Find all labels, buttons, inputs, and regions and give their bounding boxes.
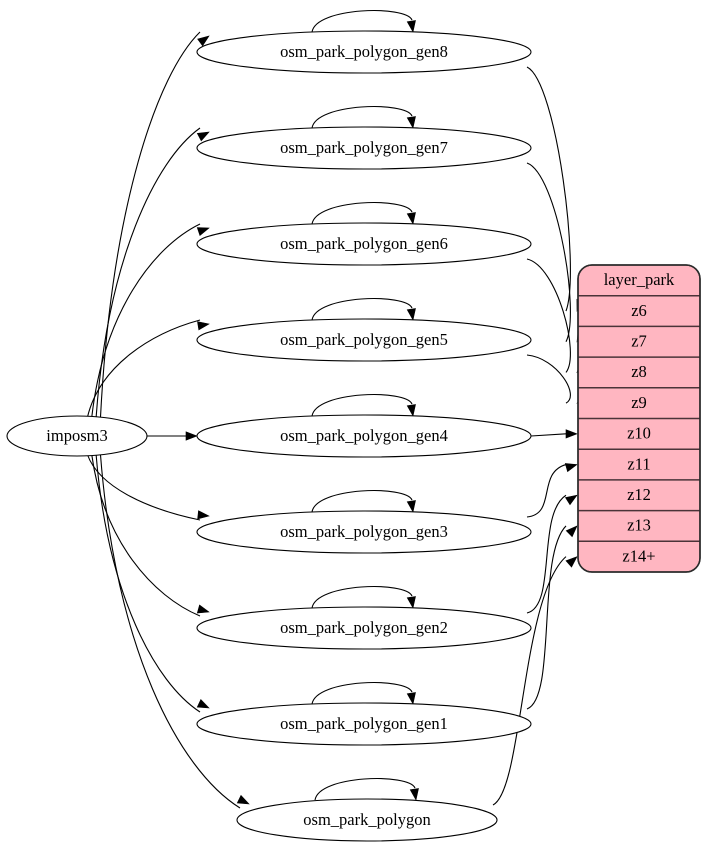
node-label-imposm3: imposm3 bbox=[46, 426, 107, 445]
node-ellipse-gen2 bbox=[196, 606, 532, 650]
node-gen7[interactable]: osm_park_polygon_gen7 bbox=[196, 126, 532, 170]
arrow-imposm3-to-gen5 bbox=[197, 321, 210, 331]
self-loop-gen3 bbox=[311, 489, 413, 513]
arrow-gen3-to-z11 bbox=[564, 463, 578, 473]
table-row-z14+[interactable]: z14+ bbox=[622, 546, 655, 565]
node-ellipse-gen6 bbox=[196, 222, 532, 266]
node-gen5[interactable]: osm_park_polygon_gen5 bbox=[196, 318, 532, 362]
node-gen8[interactable]: osm_park_polygon_gen8 bbox=[196, 30, 532, 74]
table-row-z6[interactable]: z6 bbox=[631, 301, 647, 320]
node-label-gen6: osm_park_polygon_gen6 bbox=[280, 234, 448, 253]
edge-imposm3-to-gen1 bbox=[95, 454, 201, 713]
node-gen6[interactable]: osm_park_polygon_gen6 bbox=[196, 222, 532, 266]
node-label-gen3: osm_park_polygon_gen3 bbox=[280, 522, 448, 541]
edge-imposm3-to-base bbox=[99, 454, 241, 809]
arrow-gen2-to-z12 bbox=[564, 494, 578, 506]
node-ellipse-gen3 bbox=[196, 510, 532, 554]
node-ellipse-gen7 bbox=[196, 126, 532, 170]
arrow-gen4-to-z10 bbox=[565, 429, 578, 439]
edge-imposm3-to-gen8 bbox=[99, 31, 201, 418]
arrow-self-loop-gen6 bbox=[406, 212, 416, 225]
node-group: imposm3 osm_park_polygon_gen8 osm_park_pol… bbox=[6, 30, 532, 842]
arrow-self-loop-gen2 bbox=[406, 596, 416, 609]
edge-imposm3-to-gen6 bbox=[91, 223, 201, 418]
edge-gen3-to-z11 bbox=[526, 464, 567, 518]
arrow-imposm3-to-gen8 bbox=[197, 35, 210, 47]
node-label-gen1: osm_park_polygon_gen1 bbox=[280, 714, 448, 733]
self-loop-gen8 bbox=[311, 9, 413, 33]
self-loop-gen6 bbox=[311, 201, 413, 225]
self-loop-gen2 bbox=[311, 585, 413, 609]
arrow-self-loop-gen5 bbox=[406, 308, 416, 321]
node-ellipse-gen5 bbox=[196, 318, 532, 362]
layer-park-outline bbox=[577, 264, 701, 573]
edge-gen6-to-z8 bbox=[526, 258, 571, 373]
arrow-self-loop-gen8 bbox=[406, 20, 416, 33]
arrow-self-loop-gen4 bbox=[406, 404, 416, 417]
node-ellipse-gen8 bbox=[196, 30, 532, 74]
arrow-self-loop-base bbox=[409, 788, 419, 801]
table-row-z13[interactable]: z13 bbox=[627, 516, 651, 535]
self-loop-gen7 bbox=[311, 105, 413, 129]
node-label-base: osm_park_polygon bbox=[303, 810, 430, 829]
table-row-z9[interactable]: z9 bbox=[631, 393, 647, 412]
node-ellipse-gen4 bbox=[196, 414, 532, 458]
layer-park-header: layer_park bbox=[604, 270, 675, 289]
edge-gen4-to-z10 bbox=[530, 433, 567, 437]
edge-imposm3-to-gen7 bbox=[95, 127, 201, 418]
node-label-gen7: osm_park_polygon_gen7 bbox=[280, 138, 448, 157]
self-loop-gen5 bbox=[311, 297, 413, 321]
node-ellipse-base bbox=[236, 798, 498, 842]
edge-gen1-to-z13 bbox=[526, 525, 567, 710]
node-label-gen5: osm_park_polygon_gen5 bbox=[280, 330, 448, 349]
arrow-imposm3-to-gen6 bbox=[196, 227, 210, 236]
edge-group-source-to-nodes bbox=[86, 31, 250, 809]
node-imposm3[interactable]: imposm3 bbox=[6, 415, 148, 457]
node-label-gen2: osm_park_polygon_gen2 bbox=[280, 618, 448, 637]
self-loop-gen1 bbox=[311, 681, 413, 705]
node-base[interactable]: osm_park_polygon bbox=[236, 798, 498, 842]
self-loop-gen4 bbox=[311, 393, 413, 417]
edge-gen8-to-z6 bbox=[526, 66, 571, 312]
arrow-imposm3-to-gen7 bbox=[196, 131, 210, 142]
node-gen3[interactable]: osm_park_polygon_gen3 bbox=[196, 510, 532, 554]
arrow-self-loop-gen3 bbox=[406, 500, 416, 513]
arrow-imposm3-to-base bbox=[236, 794, 250, 805]
edge-group-self-loops bbox=[311, 9, 419, 801]
edge-gen7-to-z7 bbox=[526, 162, 571, 342]
node-gen2[interactable]: osm_park_polygon_gen2 bbox=[196, 606, 532, 650]
edge-gen2-to-z12 bbox=[526, 494, 567, 614]
arrow-self-loop-gen1 bbox=[406, 692, 416, 705]
edge-imposm3-to-gen2 bbox=[91, 454, 201, 617]
arrow-imposm3-to-gen4 bbox=[185, 431, 198, 441]
node-ellipse-imposm3 bbox=[6, 415, 148, 457]
edge-base-to-z14+ bbox=[492, 556, 567, 806]
table-row-z8[interactable]: z8 bbox=[631, 362, 647, 381]
edge-gen5-to-z9 bbox=[526, 354, 571, 404]
node-label-gen4: osm_park_polygon_gen4 bbox=[280, 426, 448, 445]
table-row-z11[interactable]: z11 bbox=[627, 454, 650, 473]
node-gen4[interactable]: osm_park_polygon_gen4 bbox=[196, 414, 532, 458]
arrow-base-to-z14+ bbox=[565, 556, 578, 568]
self-loop-base bbox=[314, 777, 416, 801]
node-label-gen8: osm_park_polygon_gen8 bbox=[280, 42, 448, 61]
table-row-z10[interactable]: z10 bbox=[627, 424, 651, 443]
arrow-imposm3-to-gen3 bbox=[197, 510, 210, 520]
edge-imposm3-to-gen3 bbox=[86, 454, 201, 521]
table-row-z12[interactable]: z12 bbox=[627, 485, 651, 504]
arrow-imposm3-to-gen1 bbox=[196, 699, 210, 709]
node-gen1[interactable]: osm_park_polygon_gen1 bbox=[196, 702, 532, 746]
arrow-gen1-to-z13 bbox=[565, 525, 578, 538]
arrow-self-loop-gen7 bbox=[406, 116, 416, 129]
table-row-z7[interactable]: z7 bbox=[631, 332, 647, 351]
arrow-imposm3-to-gen2 bbox=[196, 604, 210, 614]
edge-imposm3-to-gen5 bbox=[86, 319, 201, 418]
node-ellipse-gen1 bbox=[196, 702, 532, 746]
layer-park-table: layer_park z6 z7 z8 z9 z10 z11 z12 z13 z14+ bbox=[577, 264, 701, 573]
